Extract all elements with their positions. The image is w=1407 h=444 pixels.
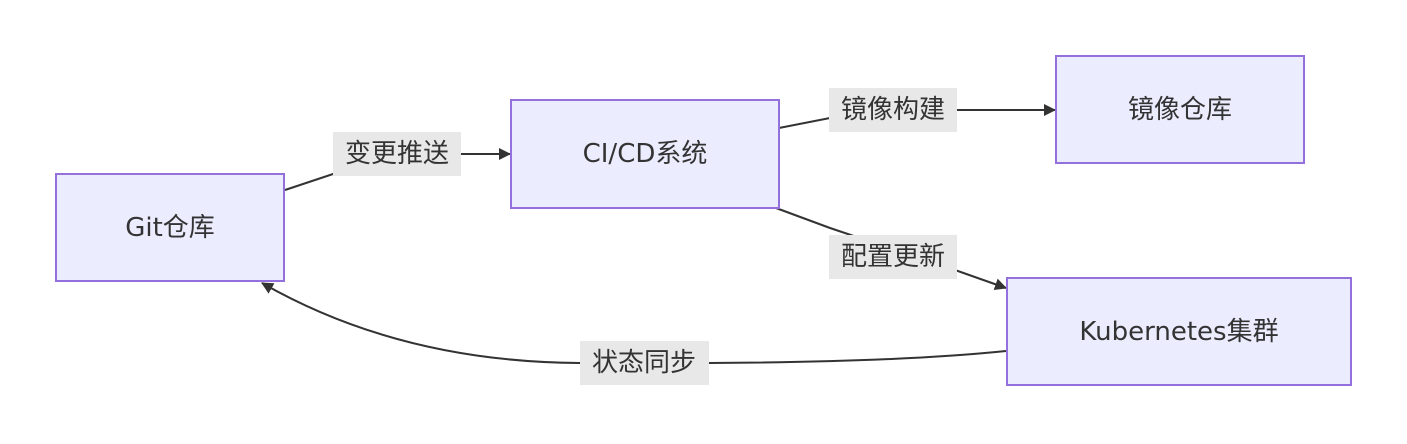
node-k8s-cluster-label: Kubernetes集群 (1079, 317, 1278, 347)
edge-label-state-sync: 状态同步 (580, 341, 709, 385)
svg-text:配置更新: 配置更新 (841, 242, 945, 272)
edge-label-config-update: 配置更新 (829, 235, 957, 279)
svg-text:状态同步: 状态同步 (592, 348, 696, 378)
edge-label-build: 镜像构建 (829, 88, 957, 132)
node-git-repo[interactable]: Git仓库 (55, 173, 285, 282)
node-k8s-cluster[interactable]: Kubernetes集群 (1006, 277, 1352, 386)
svg-text:变更推送: 变更推送 (345, 139, 449, 169)
edge-label-push: 变更推送 (333, 132, 461, 176)
svg-text:镜像构建: 镜像构建 (841, 95, 945, 125)
node-image-registry-label: 镜像仓库 (1128, 95, 1232, 125)
node-ci-cd-label: CI/CD系统 (583, 139, 708, 169)
node-image-registry[interactable]: 镜像仓库 (1055, 55, 1305, 164)
node-ci-cd[interactable]: CI/CD系统 (510, 99, 780, 209)
node-git-repo-label: Git仓库 (125, 213, 215, 243)
